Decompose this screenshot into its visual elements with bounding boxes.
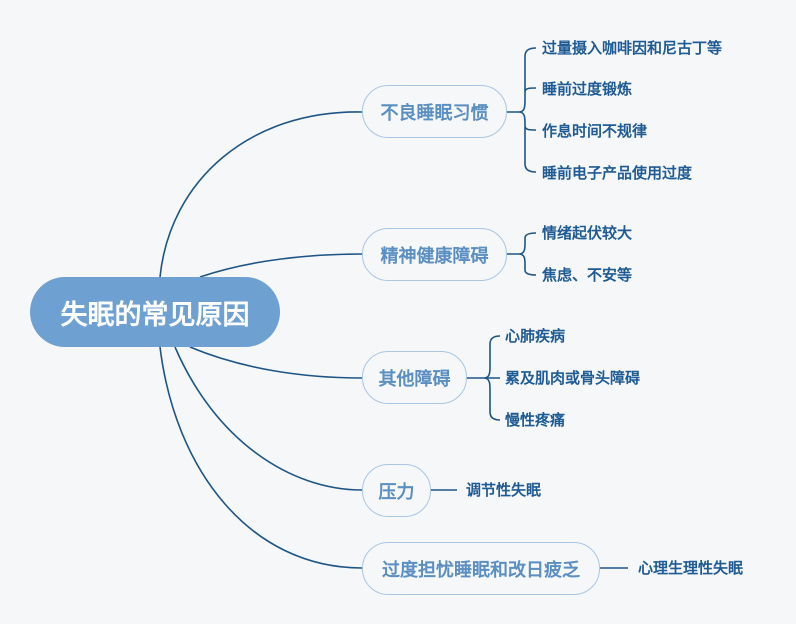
connector-root-branch-4 <box>174 346 363 491</box>
leaf-adjustment-insomnia: 调节性失眠 <box>466 481 542 499</box>
branch-other-disorders: 其他障碍 <box>362 351 467 404</box>
branch-bad-sleep-habits: 不良睡眠习惯 <box>362 85 507 138</box>
leaf-electronics-overuse: 睡前电子产品使用过度 <box>542 164 693 182</box>
leaf-cardiopulmonary: 心肺疾病 <box>505 327 566 345</box>
leaf-caffeine-nicotine: 过量摄入咖啡因和尼古丁等 <box>542 39 723 57</box>
connector-root-branch-2 <box>199 253 363 278</box>
leaf-muscle-bone: 累及肌肉或骨头障碍 <box>505 369 641 387</box>
root-node: 失眠的常见原因 <box>30 277 280 347</box>
connector-root-branch-5 <box>159 346 363 569</box>
leaf-chronic-pain: 慢性疼痛 <box>505 411 566 429</box>
branch-mental-health: 精神健康障碍 <box>362 228 507 281</box>
brace-branch-3 <box>467 335 501 421</box>
leaf-mood-swings: 情绪起伏较大 <box>542 224 633 242</box>
leaf-irregular-schedule: 作息时间不规律 <box>542 122 648 140</box>
brace-branch-1 <box>507 47 537 173</box>
branch-worry-about-sleep: 过度担忧睡眠和改日疲乏 <box>362 542 600 595</box>
brace-branch-2 <box>507 232 537 276</box>
leaf-anxiety: 焦虑、不安等 <box>542 266 633 284</box>
connector-root-branch-3 <box>189 346 363 379</box>
leaf-exercise-before-bed: 睡前过度锻炼 <box>542 80 633 98</box>
leaf-psychophysiological-insomnia: 心理生理性失眠 <box>638 559 744 577</box>
branch-stress: 压力 <box>362 464 431 517</box>
connector-root-branch-1 <box>159 111 363 278</box>
